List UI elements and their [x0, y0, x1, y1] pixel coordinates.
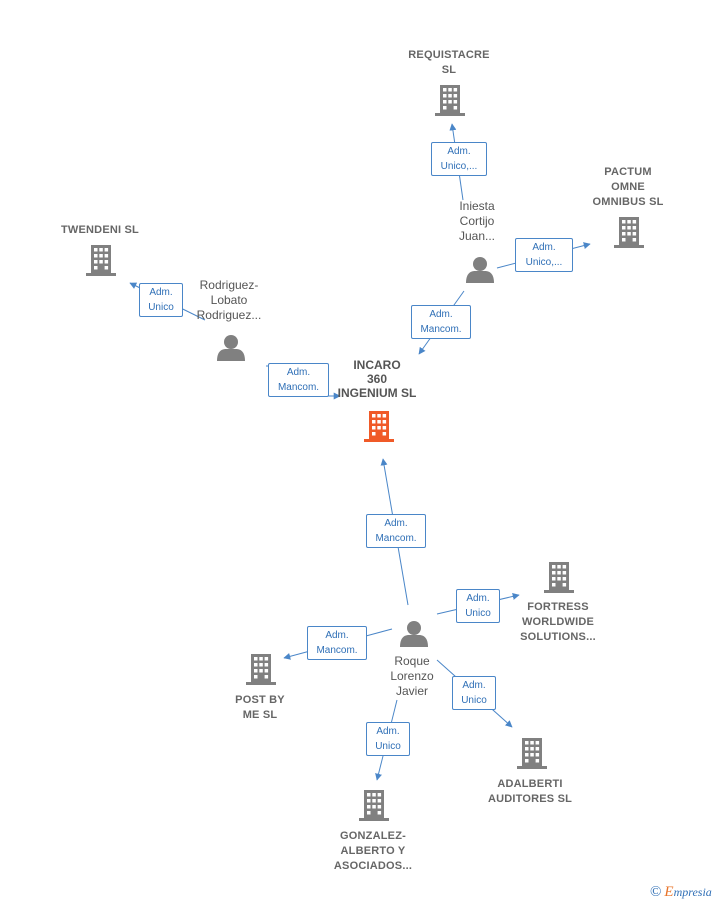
relation-roque-adalberti[interactable]: Adm. Unico [452, 676, 496, 710]
rodriguez-label[interactable]: Rodriguez- Lobato Rodriguez... [196, 278, 262, 322]
iniesta-label[interactable]: Iniesta Cortijo Juan... [458, 199, 496, 243]
gonzalez-label[interactable]: GONZALEZ- ALBERTO Y ASOCIADOS... [333, 830, 413, 872]
pactum-building-icon[interactable] [614, 217, 644, 248]
relation-roque-postbyme[interactable]: Adm. Mancom. [307, 626, 367, 660]
brand-name: mpresia [673, 885, 712, 899]
twendeni-building-icon[interactable] [86, 245, 116, 276]
adalberti-building-icon[interactable] [517, 738, 547, 769]
roque-person-icon[interactable] [400, 621, 428, 647]
relation-rodriguez-incaro[interactable]: Adm. Mancom. [268, 363, 329, 397]
rodriguez-person-icon[interactable] [217, 335, 245, 361]
relation-roque-incaro[interactable]: Adm. Mancom. [366, 514, 426, 548]
brand-initial: E [664, 884, 674, 900]
relation-rodriguez-twendeni[interactable]: Adm. Unico [139, 283, 183, 317]
postbyme-building-icon[interactable] [246, 654, 276, 685]
iniesta-person-icon[interactable] [466, 257, 494, 283]
adalberti-label[interactable]: ADALBERTI AUDITORES SL [487, 778, 573, 805]
pactum-label[interactable]: PACTUM OMNE OMNIBUS SL [592, 166, 664, 208]
requistacre-label[interactable]: REQUISTACRE SL [408, 49, 490, 76]
roque-label[interactable]: Roque Lorenzo Javier [390, 654, 434, 698]
fortress-label[interactable]: FORTRESS WORLDWIDE SOLUTIONS... [520, 601, 596, 643]
incaro-label[interactable]: INCARO 360 INGENIUM SL [337, 358, 417, 400]
postbyme-label[interactable]: POST BY ME SL [235, 694, 285, 721]
requistacre-building-icon[interactable] [435, 85, 465, 116]
fortress-building-icon[interactable] [544, 562, 574, 593]
relation-iniesta-pactum[interactable]: Adm. Unico,... [515, 238, 573, 272]
relation-roque-fortress[interactable]: Adm. Unico [456, 589, 500, 623]
gonzalez-building-icon[interactable] [359, 790, 389, 821]
relation-roque-gonzalez[interactable]: Adm. Unico [366, 722, 410, 756]
relation-iniesta-requistacre[interactable]: Adm. Unico,... [431, 142, 487, 176]
twendeni-label[interactable]: TWENDENI SL [61, 224, 139, 236]
incaro-building-icon[interactable] [364, 411, 394, 442]
empresia-logo[interactable]: © Empresia [650, 884, 712, 901]
copyright-icon: © [650, 884, 662, 900]
relation-iniesta-incaro[interactable]: Adm. Mancom. [411, 305, 471, 339]
